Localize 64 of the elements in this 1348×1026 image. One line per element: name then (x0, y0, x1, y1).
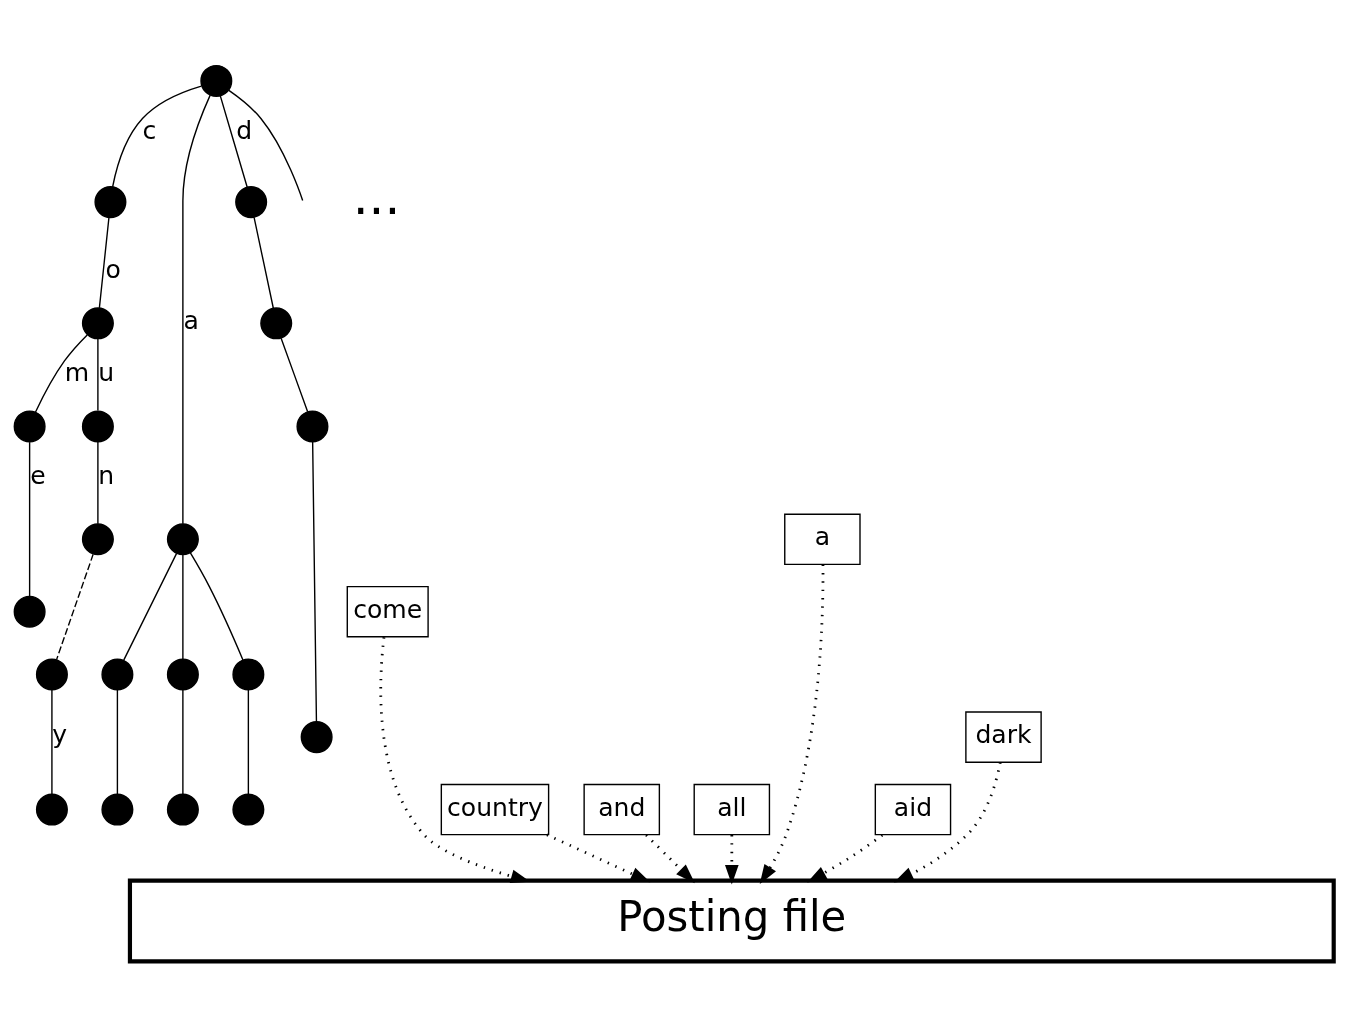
node-box: come (346, 585, 429, 637)
node-circle (94, 185, 127, 218)
connector (98, 216, 110, 309)
connector (189, 551, 244, 661)
connector (123, 552, 178, 661)
node-circle (166, 657, 199, 690)
edge-label: e (30, 460, 46, 490)
node-circle (13, 595, 46, 628)
node-circle (232, 793, 265, 826)
node-box: a (784, 513, 861, 565)
edge-label: n (98, 460, 115, 490)
node-circle (101, 793, 134, 826)
arrow (759, 564, 825, 884)
edge-label: o (105, 254, 121, 284)
node-circle (200, 64, 233, 97)
node-circle (232, 657, 265, 690)
node-circle (300, 720, 333, 753)
connector (247, 688, 250, 795)
node-circle (81, 409, 114, 442)
connector (311, 440, 318, 722)
connector (51, 688, 53, 795)
node-circle (235, 185, 268, 218)
edge-label: m (64, 357, 90, 387)
node-circle (166, 793, 199, 826)
edge-label: d (236, 115, 253, 145)
connector (116, 688, 119, 795)
arrow (645, 833, 695, 883)
connector (182, 93, 211, 524)
node-box: dark (965, 710, 1042, 763)
edge-label: a (183, 305, 199, 335)
connector (228, 89, 304, 201)
connector (182, 688, 184, 795)
arrow (724, 834, 739, 884)
connector (182, 553, 184, 660)
label: ... (352, 166, 401, 226)
node-circle (35, 793, 68, 826)
node-box: all (693, 783, 771, 835)
node-circle (81, 522, 114, 555)
arrow (546, 833, 651, 882)
node-circle (101, 657, 134, 690)
connector (28, 440, 31, 597)
node-box: country (440, 783, 550, 835)
connector (97, 337, 99, 411)
node-circle (13, 409, 46, 442)
node-circle (260, 306, 293, 339)
node-circle (81, 306, 114, 339)
edge-label: c (142, 115, 157, 145)
connector (253, 216, 275, 309)
node-circle (35, 657, 68, 690)
arrow (893, 761, 1002, 882)
node-circle (166, 522, 199, 555)
arrow (807, 833, 884, 882)
connector (111, 84, 202, 188)
connector (34, 333, 88, 413)
connector (97, 440, 99, 524)
edge-label: y (52, 719, 67, 749)
connector (280, 337, 309, 412)
edge-label: u (98, 357, 115, 387)
node-box: aid (874, 783, 952, 835)
node-box: and (583, 783, 661, 835)
connector (55, 553, 94, 660)
connector (219, 94, 248, 188)
node-box: Posting file (127, 878, 1336, 963)
node-circle (296, 409, 329, 442)
